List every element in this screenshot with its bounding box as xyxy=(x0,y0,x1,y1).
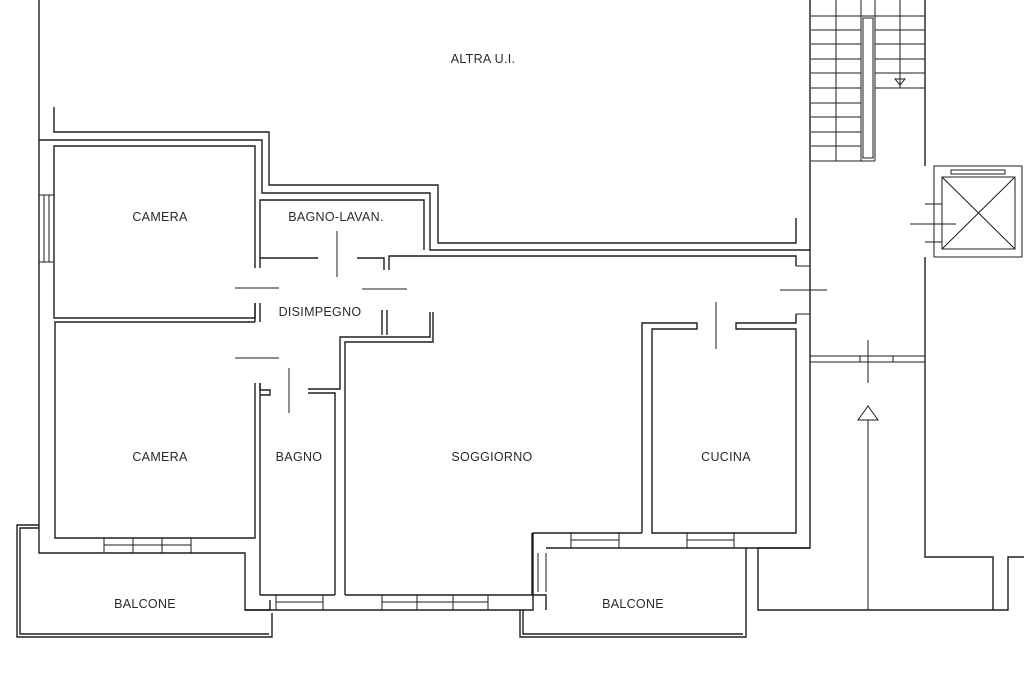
label-balcone-left: BALCONE xyxy=(114,597,176,611)
exterior-walls xyxy=(38,0,1024,611)
label-camera-2: CAMERA xyxy=(132,450,188,464)
label-balcone-right: BALCONE xyxy=(602,597,664,611)
door-swings xyxy=(235,231,827,413)
up-arrow-icon xyxy=(857,405,879,421)
staircase xyxy=(811,0,925,162)
room-labels: ALTRA U.I. CAMERA BAGNO-LAVAN. DISIMPEGN… xyxy=(114,52,751,611)
label-bagno-lavan: BAGNO-LAVAN. xyxy=(288,210,384,224)
elevator xyxy=(910,165,1023,258)
entrance-arrow xyxy=(857,340,879,610)
label-camera-1: CAMERA xyxy=(132,210,188,224)
label-soggiorno: SOGGIORNO xyxy=(451,450,532,464)
label-bagno: BAGNO xyxy=(276,450,323,464)
interior-walls xyxy=(53,145,797,595)
balconies xyxy=(16,524,747,638)
label-disimpegno: DISIMPEGNO xyxy=(279,305,362,319)
down-arrow-icon xyxy=(893,78,907,86)
label-cucina: CUCINA xyxy=(701,450,751,464)
label-altra-ui: ALTRA U.I. xyxy=(451,52,516,66)
